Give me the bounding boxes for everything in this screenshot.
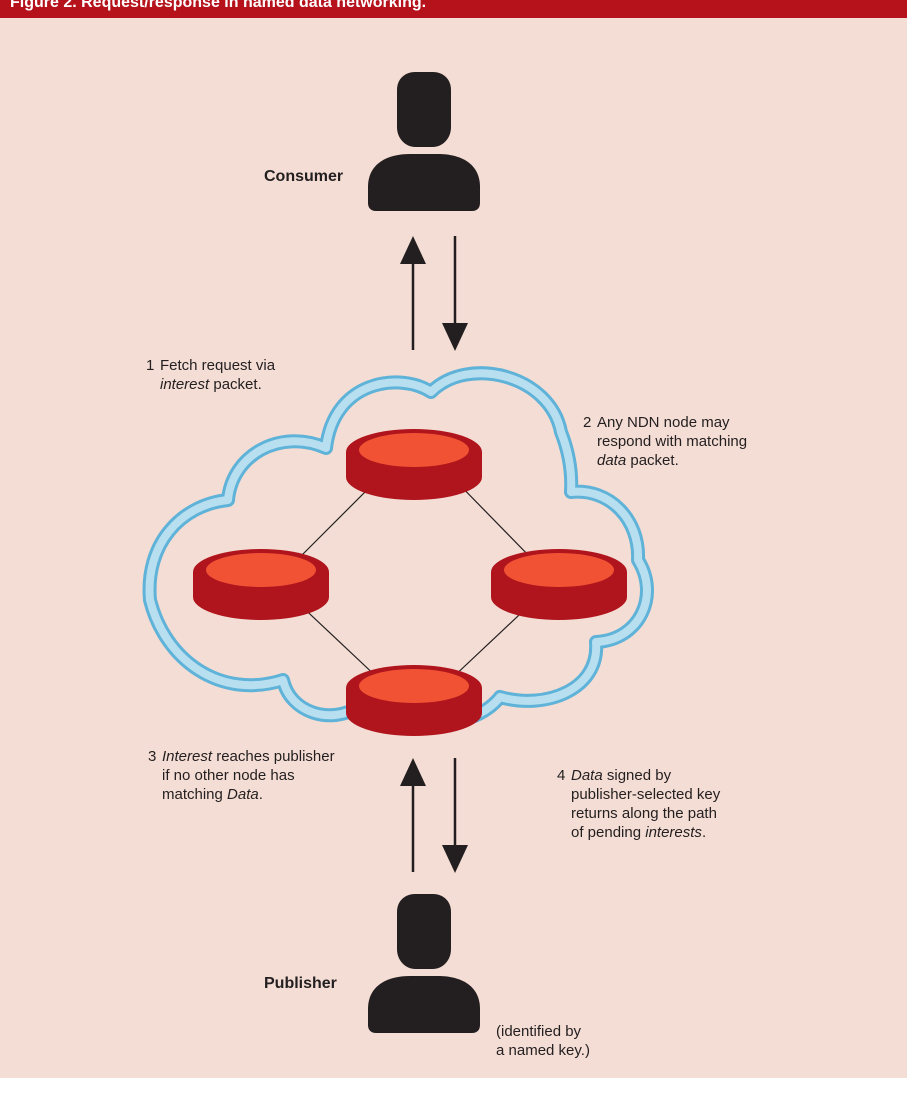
step-number: 4	[557, 767, 566, 784]
step-number: 3	[148, 748, 157, 765]
ndn-node-top	[346, 429, 482, 500]
arrow-up-consumer	[400, 236, 426, 350]
step-text: matching	[162, 786, 228, 803]
step-emphasis: data	[597, 452, 627, 469]
arrow-up-publisher	[400, 758, 426, 872]
figure-caption: Figure 2. Request/response in named data…	[10, 0, 427, 11]
step-text: reaches publisher	[212, 748, 335, 765]
step-text: packet.	[626, 452, 679, 469]
step-emphasis: Interest	[162, 748, 213, 765]
consumer-label: Consumer	[264, 168, 344, 185]
step-text: if no other node has	[162, 767, 295, 784]
step-text: respond with matching	[597, 433, 748, 450]
header-bar: Figure 2. Request/response in named data…	[0, 0, 907, 18]
ndn-node-right	[491, 549, 627, 620]
arrow-down-consumer	[442, 236, 468, 351]
step-text: .	[701, 824, 707, 841]
arrow-down-publisher	[442, 758, 468, 873]
publisher-note-line: a named key.)	[496, 1042, 590, 1059]
step-emphasis: interests	[645, 824, 702, 841]
step-emphasis: interest	[160, 376, 210, 393]
step-text: Fetch request via	[160, 357, 276, 374]
step-text: signed by	[602, 767, 672, 784]
publisher-note: (identified by a named key.)	[496, 1022, 590, 1060]
ndn-node-bottom	[346, 665, 482, 736]
step-emphasis: Data	[227, 786, 259, 803]
step-text: Any NDN node may	[597, 414, 730, 431]
step-emphasis: Data	[571, 767, 603, 784]
publisher-note-line: (identified by	[496, 1023, 582, 1040]
step-text: returns along the path	[571, 805, 717, 822]
step-1-annotation: 1 Fetch request via interest packet.	[146, 356, 275, 394]
step-text: publisher-selected key	[571, 786, 721, 803]
publisher-label: Publisher	[264, 975, 337, 992]
step-text: .	[258, 786, 263, 803]
step-3-annotation: 3 Interest reaches publisher if no other …	[148, 747, 335, 804]
step-text: packet.	[209, 376, 262, 393]
bottom-margin	[0, 1078, 907, 1100]
step-4-annotation: 4 Data signed by publisher-selected key r…	[557, 766, 720, 842]
step-number: 1	[146, 357, 155, 374]
person-icon	[368, 894, 480, 1033]
step-number: 2	[583, 414, 592, 431]
step-text: of pending	[571, 824, 646, 841]
ndn-node-left	[193, 549, 329, 620]
person-icon	[368, 72, 480, 211]
